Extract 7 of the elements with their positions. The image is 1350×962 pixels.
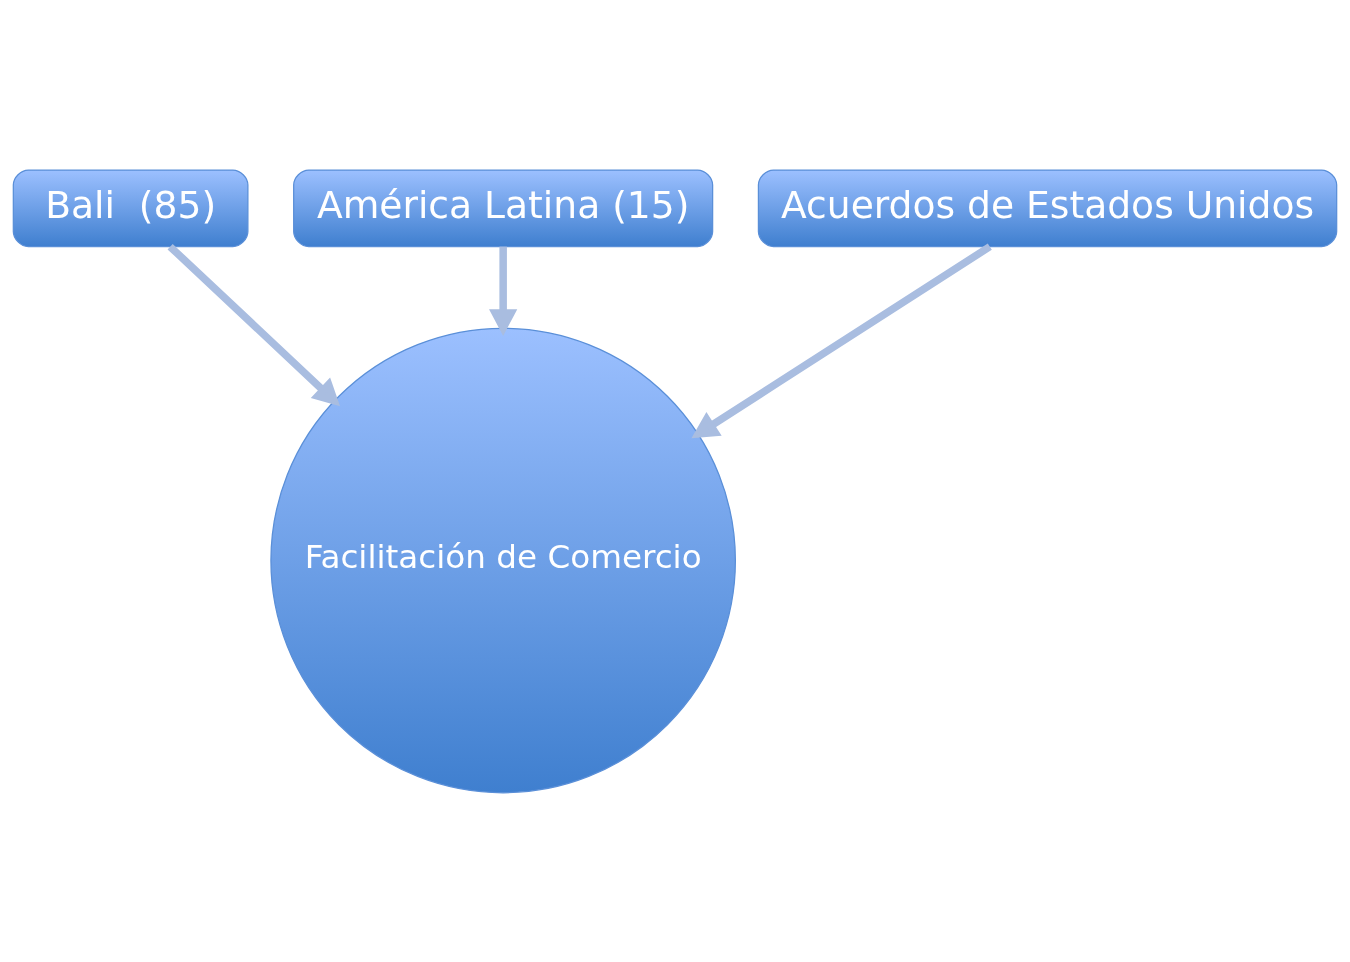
arrow xyxy=(691,242,992,438)
node-box: Bali (85) xyxy=(12,168,249,247)
arrow xyxy=(489,246,518,336)
node-circle: Facilitación de Comercio xyxy=(270,327,736,793)
arrow xyxy=(167,243,341,406)
node-box: América Latina (15) xyxy=(293,168,714,247)
node-box: Acuerdos de Estados Unidos xyxy=(757,168,1338,247)
